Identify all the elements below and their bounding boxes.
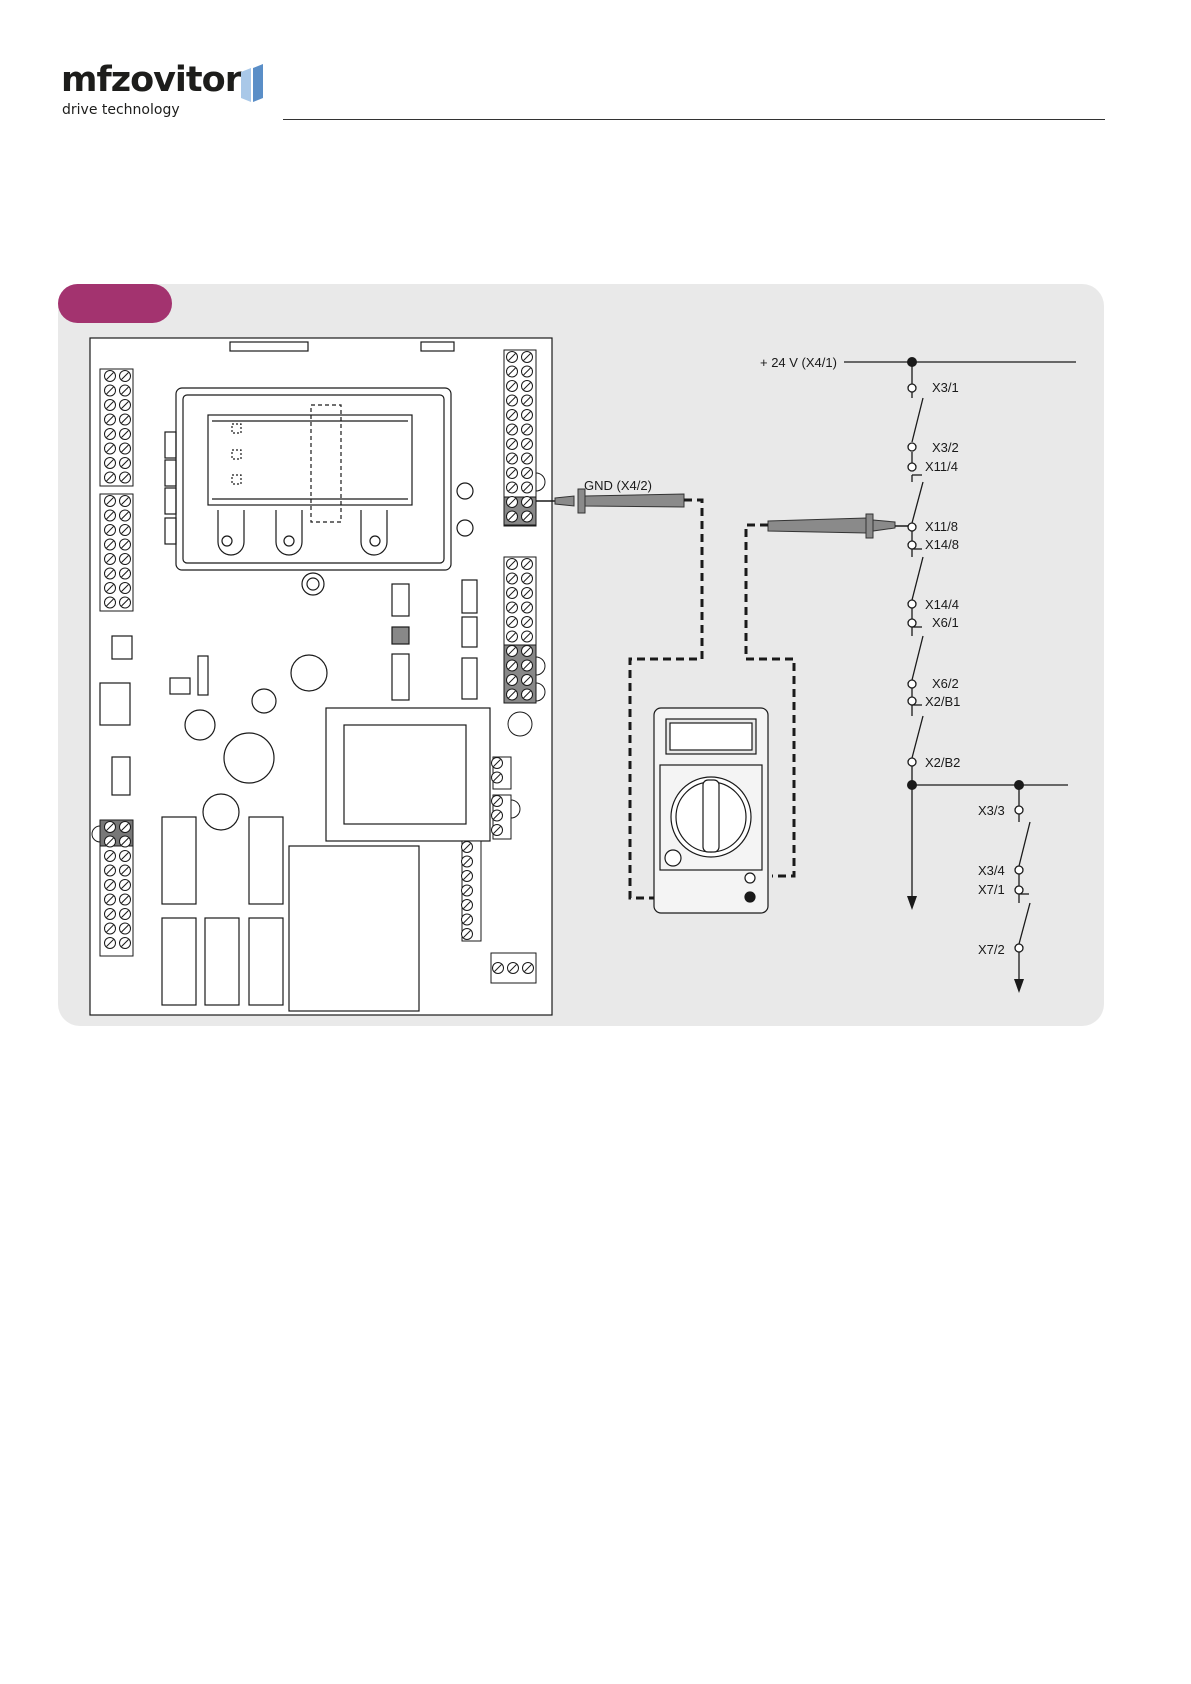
- chain-label-x2-b2: X2/B2: [925, 755, 960, 770]
- chain-label-x6-2: X6/2: [932, 676, 959, 691]
- chain-label-x3-2: X3/2: [932, 440, 959, 455]
- chain-label-x11-4: X11/4: [925, 459, 958, 474]
- chain-label-x7-2: X7/2: [978, 942, 1005, 957]
- gnd-label: GND (X4/2): [584, 478, 652, 493]
- multimeter: [654, 708, 768, 913]
- chain-label-x14-8: X14/8: [925, 537, 959, 552]
- measuring-probe: [768, 514, 912, 538]
- chain-label-x2-b1: X2/B1: [925, 694, 960, 709]
- chain-label-x3-3: X3/3: [978, 803, 1005, 818]
- chain-label-x11-8: X11/8: [925, 519, 958, 534]
- safety-circuit-chain: [844, 362, 1076, 980]
- supply-label: + 24 V (X4/1): [760, 355, 837, 370]
- chain-label-x6-1: X6/1: [932, 615, 959, 630]
- chain-label-x14-4: X14/4: [925, 597, 959, 612]
- chain-label-x7-1: X7/1: [978, 882, 1005, 897]
- chain-label-x3-1: X3/1: [932, 380, 959, 395]
- control-board: [90, 338, 552, 1015]
- chain-label-x3-4: X3/4: [978, 863, 1005, 878]
- chain-nodes: [907, 357, 1024, 993]
